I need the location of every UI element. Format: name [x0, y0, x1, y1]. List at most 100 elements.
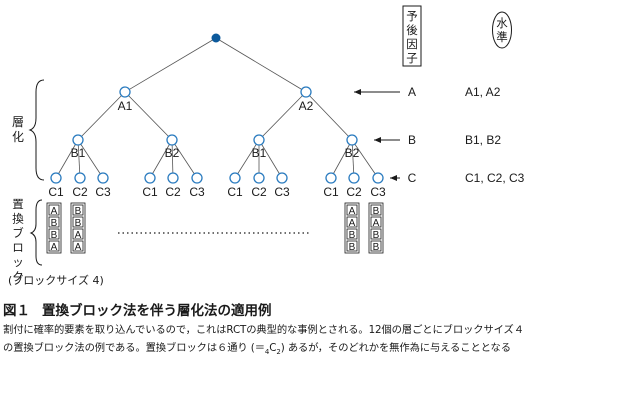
stratum-label-char-2: 化: [12, 130, 24, 144]
block-letter: B: [51, 230, 58, 241]
block-outline: [46, 202, 62, 254]
factor-header-char-2: 後: [406, 23, 418, 37]
block-cell: [346, 204, 358, 216]
block-letter: B: [373, 206, 380, 217]
tree-edge: [305, 91, 353, 141]
factor-c-node: [229, 172, 241, 184]
tree-edges: [55, 37, 379, 179]
tree-edge: [55, 139, 79, 179]
block-cell: [370, 240, 382, 252]
factor-name: C: [408, 171, 417, 185]
caption-body: 割付に確率的要素を取り込んでいるので，これはRCTの典型的な事例とされる。12個…: [3, 321, 615, 361]
tree-edge: [258, 139, 283, 179]
factor-c-node: [97, 172, 109, 184]
block-letter: A: [75, 242, 82, 253]
tree-edge: [215, 37, 307, 93]
caption-combination: C: [269, 342, 277, 354]
factor-c-label: C1: [227, 185, 243, 199]
block-cell: [48, 204, 60, 216]
tree-edge: [124, 91, 173, 141]
tree-edge: [149, 139, 173, 179]
tree-edge: [351, 139, 355, 179]
factor-c-label: C2: [251, 185, 267, 199]
factor-c-label: C2: [72, 185, 88, 199]
factor-a-node: [119, 86, 131, 98]
block-label-char: 換: [12, 212, 24, 226]
caption-sub-n: 4: [264, 348, 270, 357]
block-brace: [29, 199, 43, 266]
block-letter: B: [349, 230, 356, 241]
factor-c-label: C3: [370, 185, 386, 199]
block-cell: [346, 216, 358, 228]
factor-levels: B1, B2: [465, 133, 501, 147]
block-label: 置換ブロック: [12, 197, 24, 284]
factor-c-label: C1: [323, 185, 339, 199]
root-node: [211, 33, 221, 43]
factor-c-label: C3: [274, 185, 290, 199]
tree-nodes: [50, 33, 384, 184]
block-label-char: ッ: [12, 255, 24, 269]
factor-c-label: C3: [95, 185, 111, 199]
block-cell: [72, 228, 84, 240]
factor-c-node: [348, 172, 360, 184]
factor-c-node: [253, 172, 265, 184]
block-label-char: 置: [12, 197, 24, 211]
block-letter: B: [75, 206, 82, 217]
block-cell: [72, 240, 84, 252]
tree-edge: [330, 139, 353, 179]
factor-b-node: [253, 134, 265, 146]
factor-c-label: C2: [346, 185, 362, 199]
factor-c-node: [191, 172, 203, 184]
caption-line-2-post: ) あるが，そのどれかを無作為に与えることとなる: [280, 342, 511, 354]
factor-b-label: B1: [252, 146, 267, 160]
factor-c-label: C3: [189, 185, 205, 199]
factor-header-box: 予 後 因 子: [402, 5, 422, 67]
block-size-note: (ブロックサイズ 4): [8, 273, 104, 287]
factor-a-label: A1: [118, 99, 133, 113]
factor-c-label: C1: [142, 185, 158, 199]
tree-edge: [171, 139, 198, 179]
block-letter: B: [373, 230, 380, 241]
block-letter: B: [51, 218, 58, 229]
factor-c-label: C1: [48, 185, 64, 199]
block-outline: [344, 202, 360, 254]
caption-line-1: 割付に確率的要素を取り込んでいるので，これはRCTの典型的な事例とされる。12個…: [3, 324, 524, 336]
caption-sub-k: 2: [276, 348, 281, 357]
stratum-label-char-1: 層: [12, 115, 24, 129]
tree-edge: [124, 37, 217, 93]
block-outline: [70, 202, 86, 254]
block-letter: B: [373, 242, 380, 253]
factor-c-node: [325, 172, 337, 184]
factor-b-label: B2: [345, 146, 360, 160]
factor-header-char-4: 子: [406, 51, 418, 65]
factor-c-node: [74, 172, 86, 184]
block-cell: [346, 240, 358, 252]
block-outline: [368, 202, 384, 254]
factor-c-node: [50, 172, 62, 184]
block-cell: [370, 228, 382, 240]
factor-a-node: [300, 86, 312, 98]
block-cell: [370, 216, 382, 228]
block-cell: [72, 204, 84, 216]
caption-line-2: の置換ブロック法の例である。置換ブロックは６通り (＝4C2) あるが，そのどれ…: [3, 339, 615, 361]
tree-edge: [77, 139, 104, 179]
block-label-char: ブ: [12, 226, 24, 240]
tree-edge: [77, 91, 126, 141]
figure-number: 図１: [3, 303, 30, 319]
block-letter: A: [349, 206, 356, 217]
block-letter: A: [51, 206, 58, 217]
block-letter: A: [51, 242, 58, 253]
block-letter: A: [349, 218, 356, 229]
factor-c-node: [372, 172, 384, 184]
block-cell: [346, 228, 358, 240]
factor-c-node: [144, 172, 156, 184]
block-cell: [48, 216, 60, 228]
